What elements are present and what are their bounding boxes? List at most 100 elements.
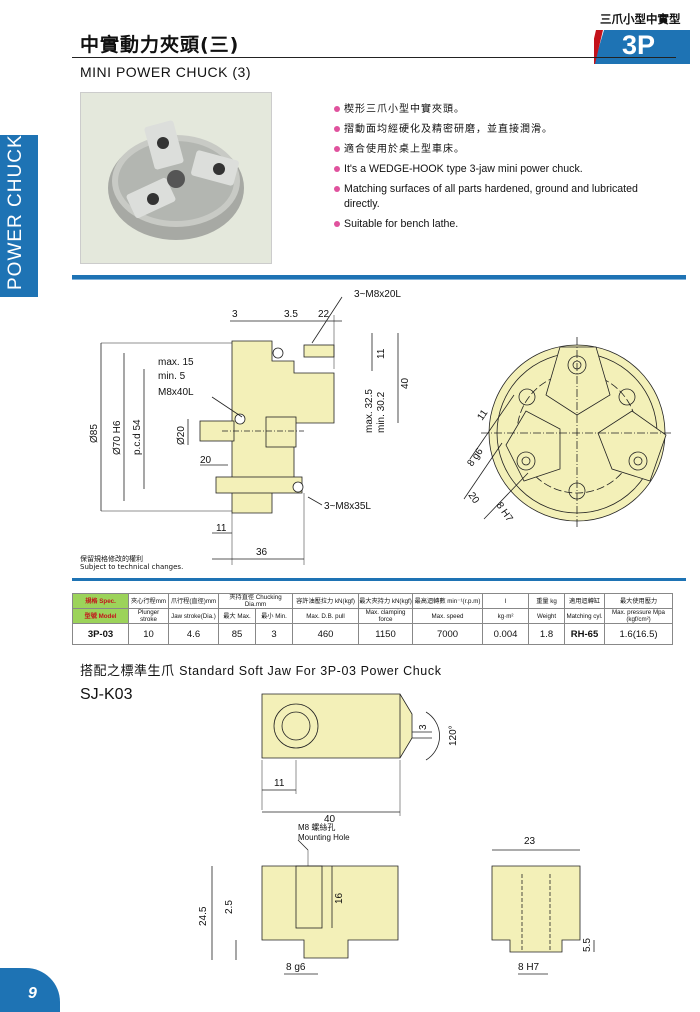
table-header: 型號 Model [72, 608, 129, 624]
dim-bolt-bottom: 3~M8x35L [324, 501, 371, 512]
dim-a120: 120° [448, 725, 459, 746]
table-header: 最大夾持力 kN(kgf) [358, 593, 414, 609]
table-cell: 1.8 [528, 623, 566, 645]
section-divider-thin [72, 279, 686, 280]
table-header: Weight [528, 608, 566, 624]
table-header: 適用迴轉缸 [564, 593, 606, 609]
feature-item: 摺動面均經硬化及精密研磨，並直接潤滑。 [334, 122, 674, 137]
table-header: 最高迴轉數 min⁻¹(r.p.m) [412, 593, 484, 609]
feature-item: Matching surfaces of all parts hardened,… [334, 182, 674, 212]
table-header: 重量 kg [528, 593, 566, 609]
dim-20: 20 [200, 455, 212, 466]
dim-a11: 11 [274, 778, 285, 789]
spec-table: 規格 Spec. 夾心行程mm 爪行程(直徑)mm 夾持直徑 Chucking … [72, 593, 674, 645]
model-badge [594, 30, 690, 64]
dim-c8h7: 8 H7 [518, 962, 540, 973]
dim-max-15: max. 15 [158, 357, 194, 368]
table-row: 3P-03 10 4.6 85 3 460 1150 7000 0.004 1.… [72, 623, 674, 645]
feature-item: 楔形三爪小型中實夾頭。 [334, 102, 674, 117]
dim-front-8h7: 8 H7 [494, 500, 515, 524]
dim-22: 22 [318, 309, 330, 320]
note-zh: 保留規格修改的權利 [80, 555, 143, 563]
dim-3: 3 [232, 309, 238, 320]
dim-11-top: 11 [376, 348, 387, 359]
dim-d70: Ø70 H6 [112, 420, 123, 455]
table-header-row: 規格 Spec. 夾心行程mm 爪行程(直徑)mm 夾持直徑 Chucking … [72, 593, 674, 609]
table-header: Max. D.B. pull [292, 608, 360, 624]
table-header: 最大 Max. [218, 608, 256, 624]
table-header: kg·m² [482, 608, 530, 624]
spec-note: 保留規格修改的權利 Subject to technical changes. [80, 555, 183, 571]
soft-jaw-model: SJ-K03 [80, 686, 133, 703]
table-header: 最大使用壓力 [604, 593, 674, 609]
table-cell-model: 3P-03 [72, 623, 129, 645]
dim-max-32-5: max. 32.5 [364, 389, 375, 433]
table-header: 夾持直徑 Chucking Dia.mm [217, 593, 294, 609]
dim-bolt-top: 3~M8x20L [354, 289, 401, 300]
sidebar-label: POWER CHUCK [5, 134, 26, 290]
dim-m8x40: M8x40L [158, 387, 194, 398]
table-cell: 1.6(16.5) [604, 623, 674, 645]
mount-hole-en: Mounting Hole [298, 833, 350, 842]
table-cell: 85 [218, 623, 256, 645]
table-header: Max. speed [412, 608, 484, 624]
section-divider [72, 275, 686, 279]
table-cell: 460 [292, 623, 360, 645]
page-title-zh: 中實動力夾頭(三) [80, 34, 240, 56]
table-header: I [482, 593, 530, 609]
dim-a40: 40 [324, 814, 336, 825]
table-header: Max. clamping force [358, 608, 414, 624]
table-cell: 1150 [358, 623, 414, 645]
table-header: Max. pressure Mpa (kgf/cm²) [604, 608, 674, 624]
dim-3-5: 3.5 [284, 309, 298, 320]
dim-d85: Ø85 [89, 424, 100, 443]
dim-c5-5: 5.5 [582, 938, 593, 952]
soft-jaw-title-zh: 搭配之標準生爪 [80, 664, 175, 679]
table-header: 容許油壓拉力 kN(kgf) [292, 593, 360, 609]
table-cell: 0.004 [482, 623, 530, 645]
product-photo [80, 92, 272, 264]
category-label: 三爪小型中實型 [600, 12, 681, 26]
dim-front-8g6: 8 g6 [465, 446, 485, 469]
dim-b24-5: 24.5 [198, 906, 209, 926]
table-header: 規格 Spec. [72, 593, 129, 609]
table-header: Jaw stroke(Dia.) [168, 608, 219, 624]
page-title-en: MINI POWER CHUCK (3) [80, 64, 251, 80]
table-cell: 4.6 [168, 623, 219, 645]
soft-jaw-drawing: 3 120° 11 40 M8 螺絲孔 Mounting Hole 24.5 2… [198, 693, 595, 975]
dim-b2-5: 2.5 [224, 900, 235, 914]
feature-list: 楔形三爪小型中實夾頭。 摺動面均經硬化及精密研磨，並直接潤滑。 適合使用於桌上型… [334, 102, 674, 237]
table-cell: 3 [254, 623, 294, 645]
dim-11-bottom: 11 [216, 523, 227, 534]
table-cell: RH-65 [564, 623, 606, 645]
dim-min-5: min. 5 [158, 371, 186, 382]
table-cell: 7000 [412, 623, 484, 645]
dim-b8g6: 8 g6 [286, 962, 306, 973]
feature-item: 適合使用於桌上型車床。 [334, 142, 674, 157]
dim-36: 36 [256, 547, 268, 558]
dim-40: 40 [400, 377, 411, 389]
feature-item: It's a WEDGE-HOOK type 3-jaw mini power … [334, 162, 674, 177]
table-header: 爪行程(直徑)mm [168, 593, 219, 609]
dim-c23: 23 [524, 836, 536, 847]
dim-a3: 3 [418, 724, 429, 730]
soft-jaw-title: 搭配之標準生爪 Standard Soft Jaw For 3P-03 Powe… [80, 660, 442, 679]
table-header: Matching cyl. [564, 608, 606, 624]
table-header: 最小 Min. [254, 608, 294, 624]
chuck-drawing: 3 3.5 22 3~M8x20L max. 15 min. 5 M8x40L … [89, 289, 672, 565]
dim-d20: Ø20 [176, 426, 187, 445]
table-cell: 10 [128, 623, 169, 645]
soft-jaw-title-en: Standard Soft Jaw For 3P-03 Power Chuck [179, 664, 442, 678]
page-number: 9 [28, 985, 37, 1002]
mount-hole-zh: M8 螺絲孔 [298, 822, 335, 832]
dim-pcd: p.c.d 54 [132, 419, 143, 455]
section-divider [72, 578, 686, 581]
table-header: 夾心行程mm [128, 593, 169, 609]
note-en: Subject to technical changes. [80, 563, 184, 571]
table-subheader-row: 型號 Model Plunger stroke Jaw stroke(Dia.)… [72, 608, 674, 624]
sidebar-tab [0, 135, 38, 297]
dim-min-30-2: min. 30.2 [376, 391, 387, 433]
dim-front-11: 11 [475, 408, 490, 423]
table-header: Plunger stroke [128, 608, 169, 624]
dim-b16: 16 [334, 892, 345, 904]
